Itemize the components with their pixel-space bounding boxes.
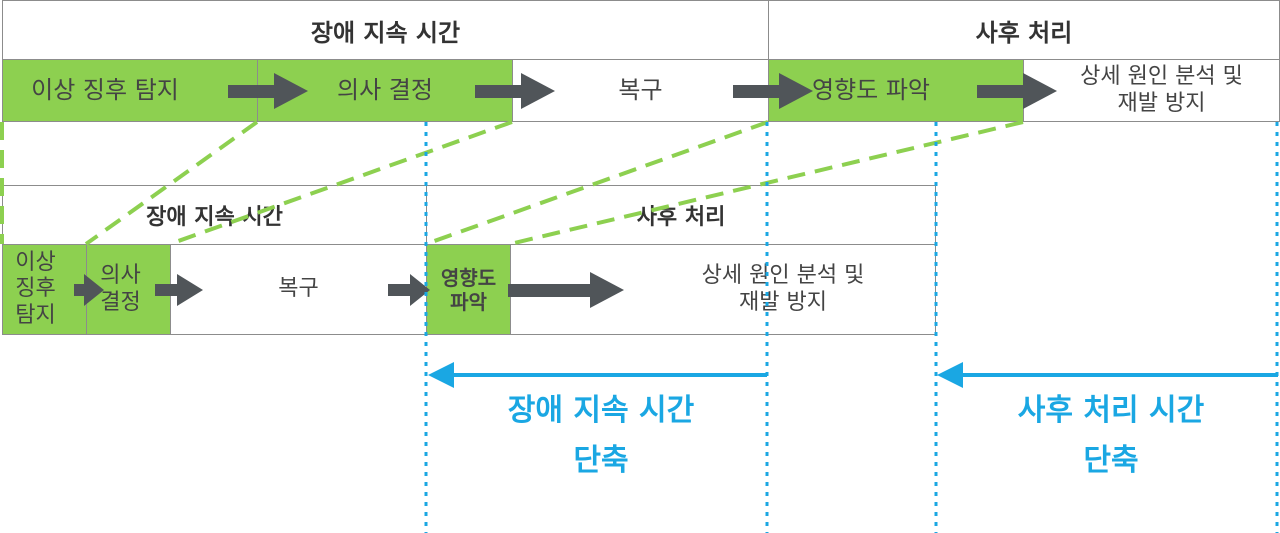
top-arrow-2 bbox=[475, 73, 555, 109]
top-arrow-3 bbox=[733, 73, 813, 109]
top-arrow-1 bbox=[228, 73, 308, 109]
bottom-step-recover: 복구 bbox=[170, 244, 427, 335]
bottom-step-detect: 이상 징후 탐지 bbox=[2, 244, 87, 335]
bottom-arrow-1 bbox=[74, 274, 104, 306]
top-step-detect: 이상 징후 탐지 bbox=[2, 59, 258, 122]
blue-arrow-outage-head bbox=[428, 362, 454, 388]
top-arrow-4 bbox=[977, 73, 1057, 109]
callout-post: 사후 처리 시간 단축 bbox=[1017, 393, 1205, 478]
bottom-step-impact: 영향도 파악 bbox=[426, 244, 511, 335]
bottom-arrow-2 bbox=[155, 274, 203, 306]
bottom-arrow-4 bbox=[508, 272, 624, 308]
map-line-impact bbox=[425, 120, 769, 246]
top-step-decide: 의사 결정 bbox=[257, 59, 513, 122]
map-line-decide bbox=[169, 120, 513, 246]
callout-outage: 장애 지속 시간 단축 bbox=[507, 393, 695, 478]
blue-arrow-post-head bbox=[937, 362, 963, 388]
top-header-outage: 장애 지속 시간 bbox=[2, 0, 769, 60]
top-step-root-cause: 상세 원인 분석 및 재발 방지 bbox=[1023, 59, 1280, 122]
map-line-detect bbox=[84, 120, 259, 246]
